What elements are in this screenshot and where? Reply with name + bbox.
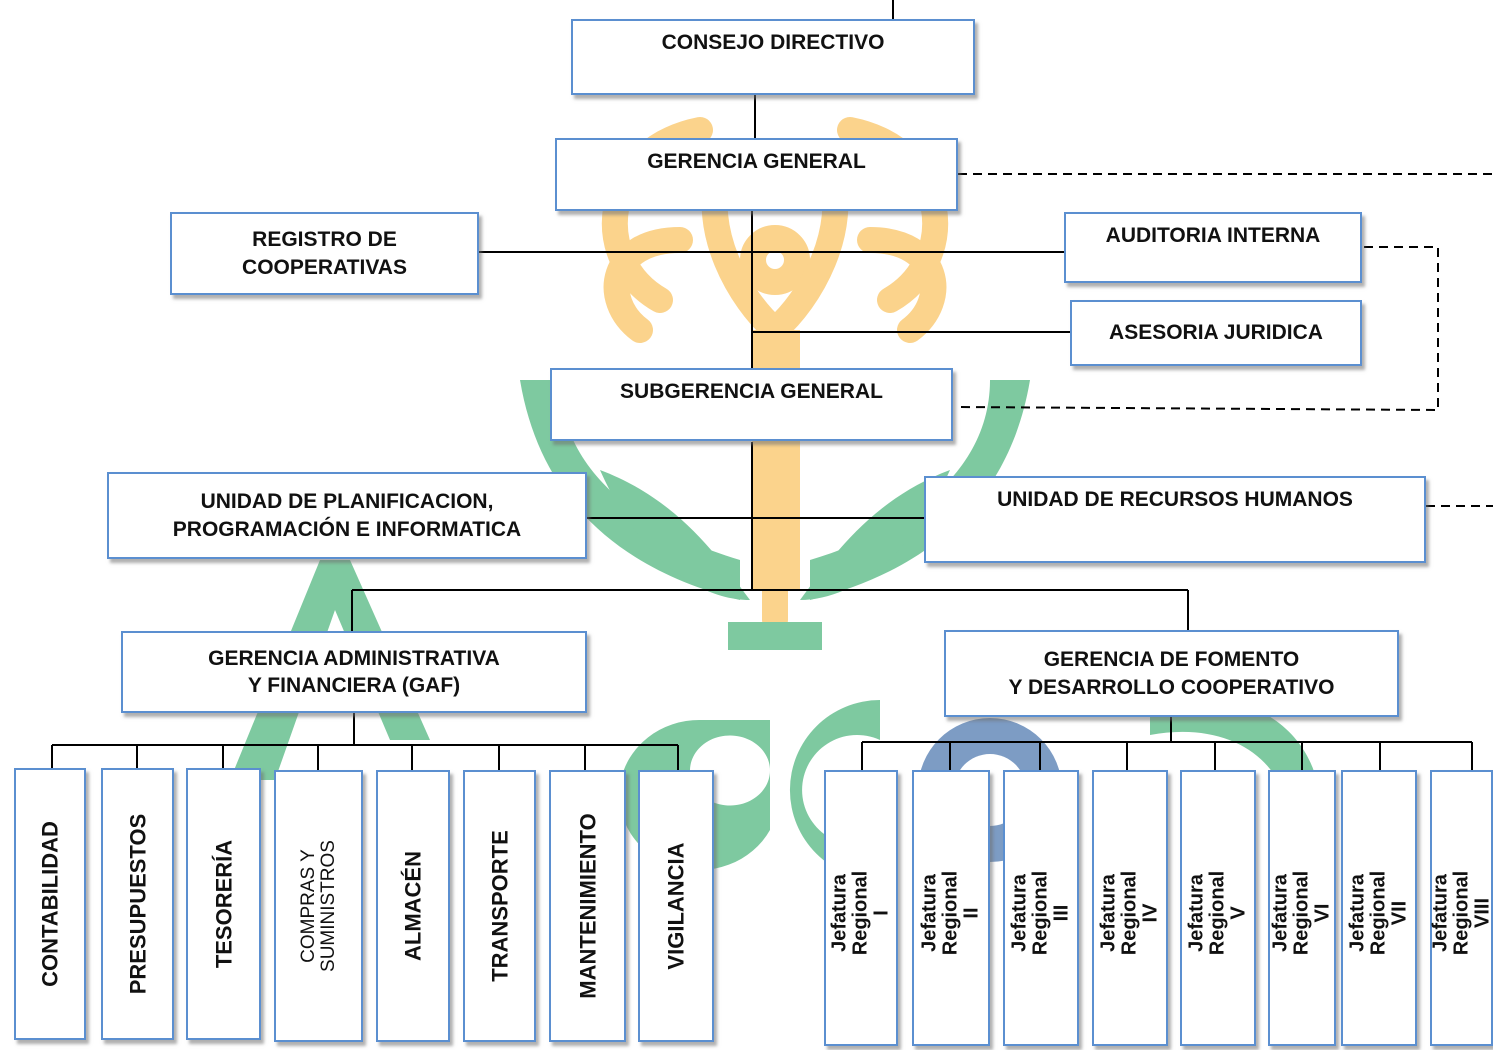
gerencia-fomento-desarrollo-label: GERENCIA DE FOMENTO Y DESARROLLO COOPERA… [1008, 648, 1335, 699]
gaf-unit-box: VIGILANCIA [638, 770, 714, 1042]
gaf-unit-box: COMPRAS Y SUMINISTROS [274, 770, 363, 1042]
gaf-unit-label: VIGILANCIA [663, 842, 689, 970]
gaf-unit-label: CONTABILIDAD [37, 821, 63, 987]
asesoria-juridica-box: ASESORIA JURIDICA [1070, 300, 1362, 366]
gerencia-general-label: GERENCIA GENERAL [647, 150, 866, 173]
gaf-unit-label: PRESUPUESTOS [124, 813, 150, 995]
jefatura-regional-label: Jefatura Regional IV [1097, 871, 1162, 956]
registro-cooperativas-label: REGISTRO DE COOPERATIVAS [242, 228, 407, 279]
gaf-unit-box: CONTABILIDAD [14, 768, 86, 1040]
gaf-unit-box: ALMACÉN [376, 770, 450, 1042]
jefatura-regional-box: Jefatura Regional VII [1341, 770, 1417, 1046]
jefatura-regional-label: Jefatura Regional V [1185, 871, 1250, 956]
gerencia-administrativa-financiera-box: GERENCIA ADMINISTRATIVA Y FINANCIERA (GA… [121, 631, 587, 713]
jefatura-regional-box: Jefatura Regional VI [1268, 770, 1336, 1046]
gaf-unit-box: MANTENIMIENTO [549, 770, 626, 1042]
jefatura-regional-box: Jefatura Regional II [912, 770, 990, 1046]
jefatura-regional-label: Jefatura Regional II [918, 871, 983, 956]
asesoria-juridica-label: ASESORIA JURIDICA [1109, 321, 1323, 345]
gaf-unit-label: TESORERÍA [210, 839, 236, 969]
auditoria-interna-label: AUDITORIA INTERNA [1105, 224, 1321, 247]
subgerencia-general-label: SUBGERENCIA GENERAL [620, 380, 883, 403]
gaf-unit-label: ALMACÉN [400, 851, 426, 961]
gerencia-fomento-desarrollo-box: GERENCIA DE FOMENTO Y DESARROLLO COOPERA… [944, 630, 1399, 717]
subgerencia-general-box: SUBGERENCIA GENERAL [550, 368, 953, 441]
gerencia-administrativa-financiera-label: GERENCIA ADMINISTRATIVA Y FINANCIERA (GA… [208, 646, 500, 697]
jefatura-regional-box: Jefatura Regional IV [1092, 770, 1168, 1046]
jefatura-regional-box: Jefatura Regional VIII [1429, 770, 1493, 1046]
jefatura-regional-label: Jefatura Regional I [828, 871, 893, 956]
registro-cooperativas-box: REGISTRO DE COOPERATIVAS [170, 212, 479, 295]
unidad-planificacion-box: UNIDAD DE PLANIFICACION, PROGRAMACIÓN E … [107, 472, 587, 559]
jefatura-regional-box: Jefatura Regional III [1003, 770, 1079, 1046]
jefatura-regional-label: Jefatura Regional III [1008, 871, 1073, 956]
unidad-recursos-humanos-label: UNIDAD DE RECURSOS HUMANOS [997, 488, 1353, 511]
jefatura-regional-label: Jefatura Regional VI [1269, 871, 1334, 956]
gaf-unit-box: TRANSPORTE [463, 770, 536, 1042]
unidad-recursos-humanos-box: UNIDAD DE RECURSOS HUMANOS [924, 476, 1426, 563]
gaf-unit-label: TRANSPORTE [486, 830, 512, 982]
jefatura-regional-label: Jefatura Regional VIII [1429, 871, 1493, 956]
jefatura-regional-label: Jefatura Regional VII [1346, 871, 1411, 956]
gerencia-general-box: GERENCIA GENERAL [555, 138, 958, 211]
green-leaf-mark [520, 380, 1030, 650]
jefatura-regional-box: Jefatura Regional V [1180, 770, 1256, 1046]
consejo-directivo-label: CONSEJO DIRECTIVO [661, 31, 885, 54]
gaf-unit-box: TESORERÍA [186, 768, 261, 1040]
unidad-planificacion-label: UNIDAD DE PLANIFICACION, PROGRAMACIÓN E … [172, 490, 522, 541]
jefatura-regional-box: Jefatura Regional I [824, 770, 898, 1046]
gaf-unit-label: COMPRAS Y SUMINISTROS [297, 840, 339, 972]
gaf-unit-box: PRESUPUESTOS [101, 768, 174, 1040]
gaf-unit-label: MANTENIMIENTO [574, 813, 600, 999]
consejo-directivo-box: CONSEJO DIRECTIVO [571, 19, 975, 95]
auditoria-interna-box: AUDITORIA INTERNA [1064, 212, 1362, 283]
